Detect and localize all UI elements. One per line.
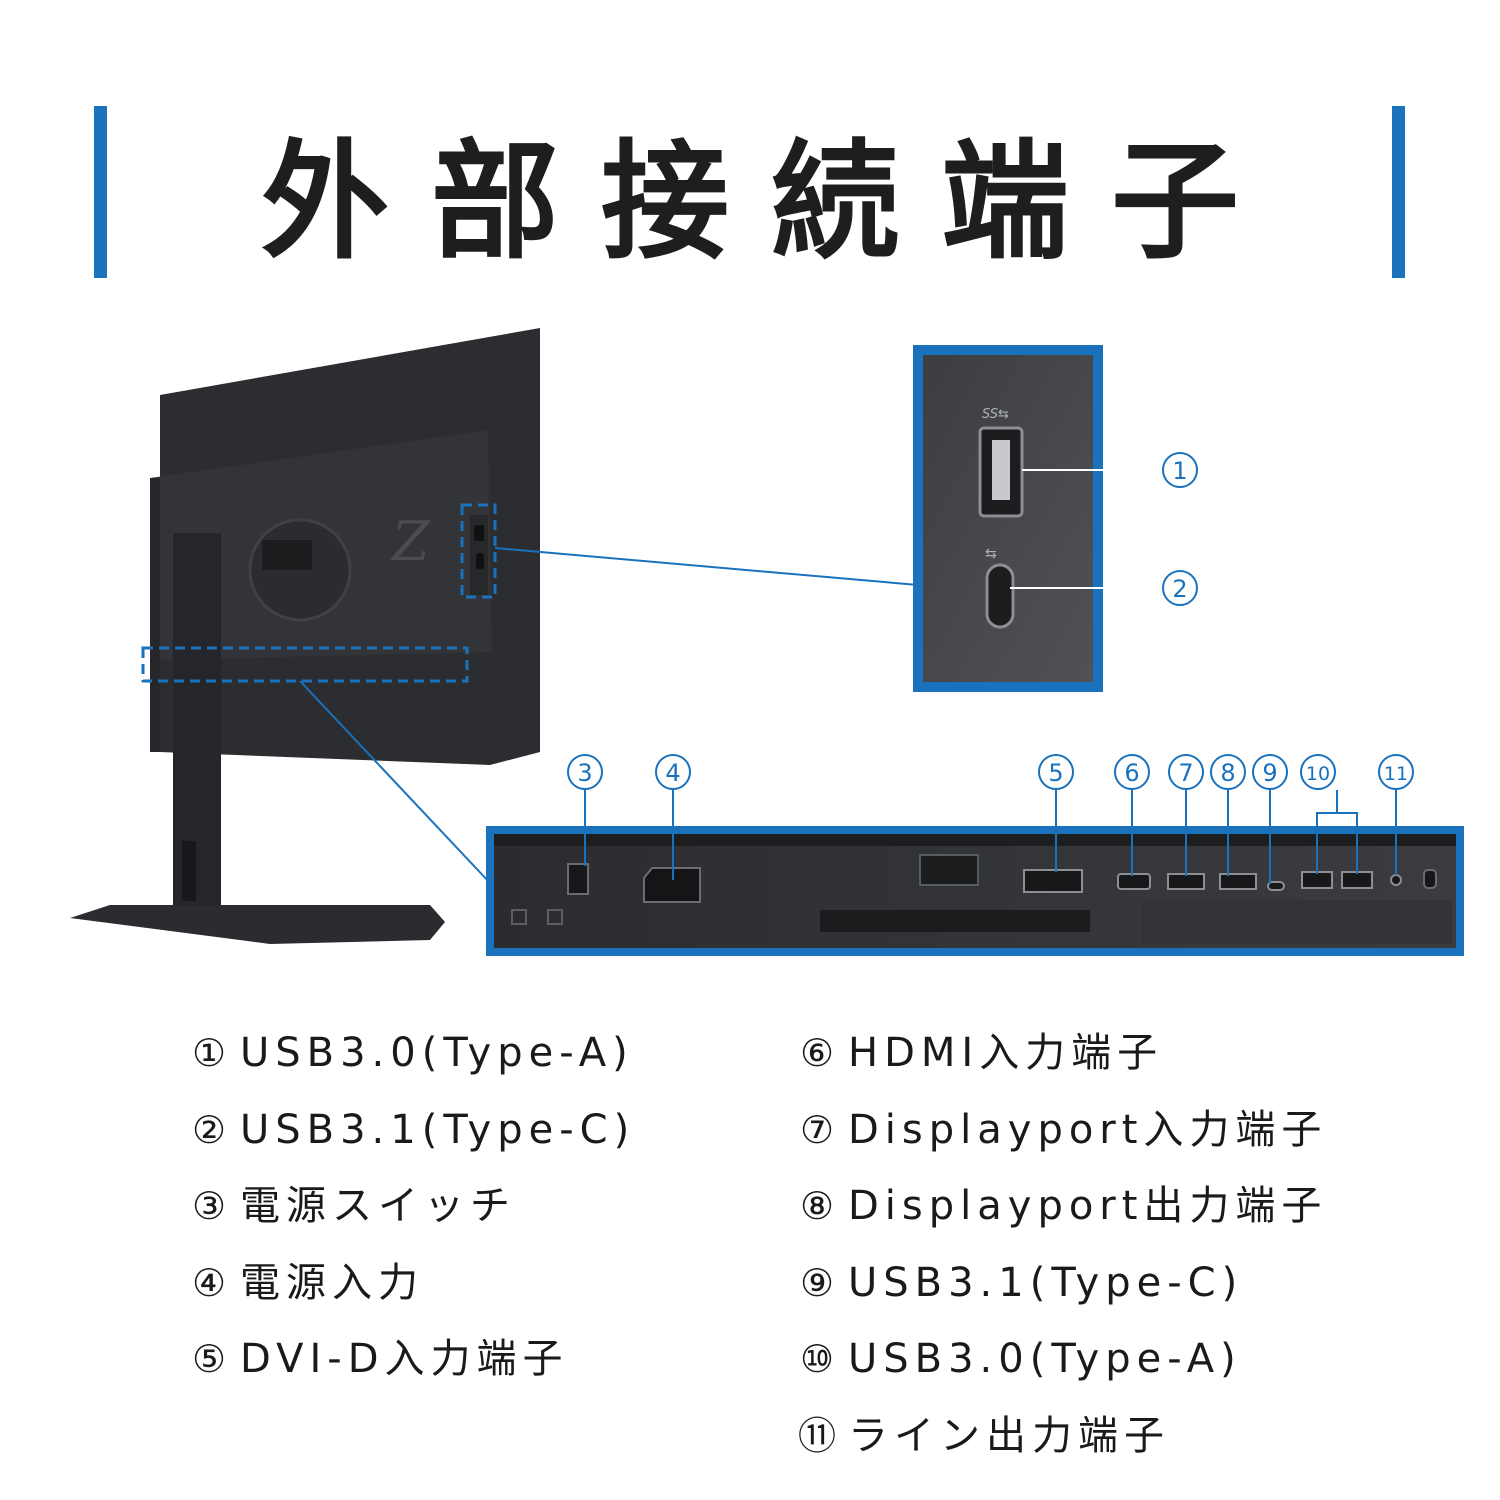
usb-c-port [985, 563, 1015, 629]
hdmi-port [1117, 873, 1151, 890]
callout-10: 10 [1300, 754, 1336, 790]
displayport-out [1219, 873, 1257, 890]
callout-3: 3 [567, 754, 603, 790]
svg-text:7: 7 [1178, 759, 1193, 787]
usb-a-port-bottom-1 [1301, 871, 1333, 889]
page-title: 外部接続端子 [260, 127, 1281, 277]
svg-text:6: 6 [1124, 759, 1139, 787]
callout-1: 1 [1162, 452, 1198, 488]
bottom-callout-line [299, 680, 491, 884]
callout-7: 7 [1168, 754, 1204, 790]
side-port-highlight [460, 503, 497, 599]
usb-c-port-bottom [1267, 881, 1285, 891]
callout-2: 2 [1162, 570, 1198, 606]
svg-text:4: 4 [665, 759, 680, 787]
displayport-in [1167, 873, 1205, 890]
svg-text:5: 5 [1048, 759, 1063, 787]
usb-a-port-bottom-2 [1341, 871, 1373, 889]
bottom-ports-closeup [486, 826, 1464, 956]
side-callout-line [494, 547, 919, 586]
svg-text:2: 2 [1172, 575, 1187, 603]
monitor-back-view: Z [150, 328, 540, 765]
regulatory-label [1142, 900, 1452, 944]
callout-8: 8 [1210, 754, 1246, 790]
svg-text:10: 10 [1306, 763, 1330, 785]
callout-6: 6 [1114, 754, 1150, 790]
dvi-d-port [1023, 869, 1083, 893]
monitor-stand [70, 533, 445, 944]
callout-4: 4 [655, 754, 691, 790]
callout-5: 5 [1038, 754, 1074, 790]
line-out-port [1390, 874, 1402, 886]
power-switch [567, 863, 589, 895]
bottom-port-highlight [141, 646, 469, 683]
callout-11: 11 [1378, 754, 1414, 790]
usb-mark: ⇆ [985, 546, 997, 562]
svg-text:8: 8 [1220, 759, 1235, 787]
title-accent-bar-right [1392, 106, 1405, 278]
title-accent-bar-left [94, 106, 107, 278]
side-ports-closeup: SS⇆ ⇆ [913, 345, 1158, 692]
bottom-callout-leaders [584, 790, 1397, 884]
monitor-illustration: Z SS⇆ ⇆ 1 2 [70, 328, 1464, 956]
svg-text:11: 11 [1384, 763, 1408, 785]
svg-text:1: 1 [1172, 457, 1187, 485]
ac-power-inlet [643, 867, 701, 903]
ss-usb-mark: SS⇆ [982, 407, 1009, 422]
svg-text:3: 3 [577, 759, 592, 787]
svg-text:9: 9 [1262, 759, 1277, 787]
z-logo: Z [390, 510, 431, 573]
callout-9: 9 [1252, 754, 1288, 790]
